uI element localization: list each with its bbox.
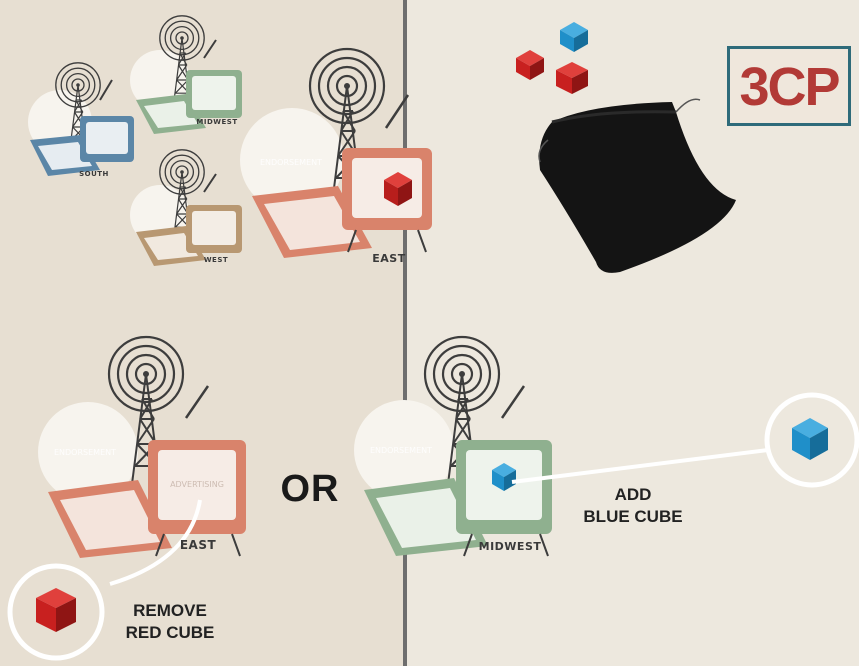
remove-line1: REMOVE	[110, 600, 230, 622]
tower-midwest-small	[130, 16, 242, 134]
cloth-bag-icon	[539, 99, 736, 273]
region-label-west: WEST	[196, 256, 236, 264]
add-line2: BLUE CUBE	[578, 506, 688, 528]
or-divider-text: OR	[270, 468, 350, 511]
region-label-east-bottom: EAST	[168, 538, 228, 552]
cost-badge: 3CP	[727, 46, 851, 126]
endorsement-label-large: ENDORSEMENT	[256, 158, 326, 167]
tower-east-large	[240, 49, 432, 258]
endorsement-label-midwest: ENDORSEMENT	[366, 446, 436, 455]
endorsement-label-east: ENDORSEMENT	[50, 448, 120, 457]
add-blue-cube-text: ADD BLUE CUBE	[578, 484, 688, 528]
remove-red-cube-text: REMOVE RED CUBE	[110, 600, 230, 644]
cost-label: 3CP	[730, 57, 848, 117]
cube-cluster	[516, 22, 588, 94]
tower-south	[28, 63, 134, 176]
advertising-label-east: ADVERTISING	[160, 480, 234, 489]
region-label-midwest-small: MIDWEST	[192, 118, 242, 126]
region-label-east-large: EAST	[364, 252, 414, 265]
region-label-south: SOUTH	[74, 170, 114, 178]
tower-west	[130, 150, 242, 266]
add-line1: ADD	[578, 484, 688, 506]
remove-line2: RED CUBE	[110, 622, 230, 644]
region-label-midwest-bottom: MIDWEST	[470, 540, 550, 553]
